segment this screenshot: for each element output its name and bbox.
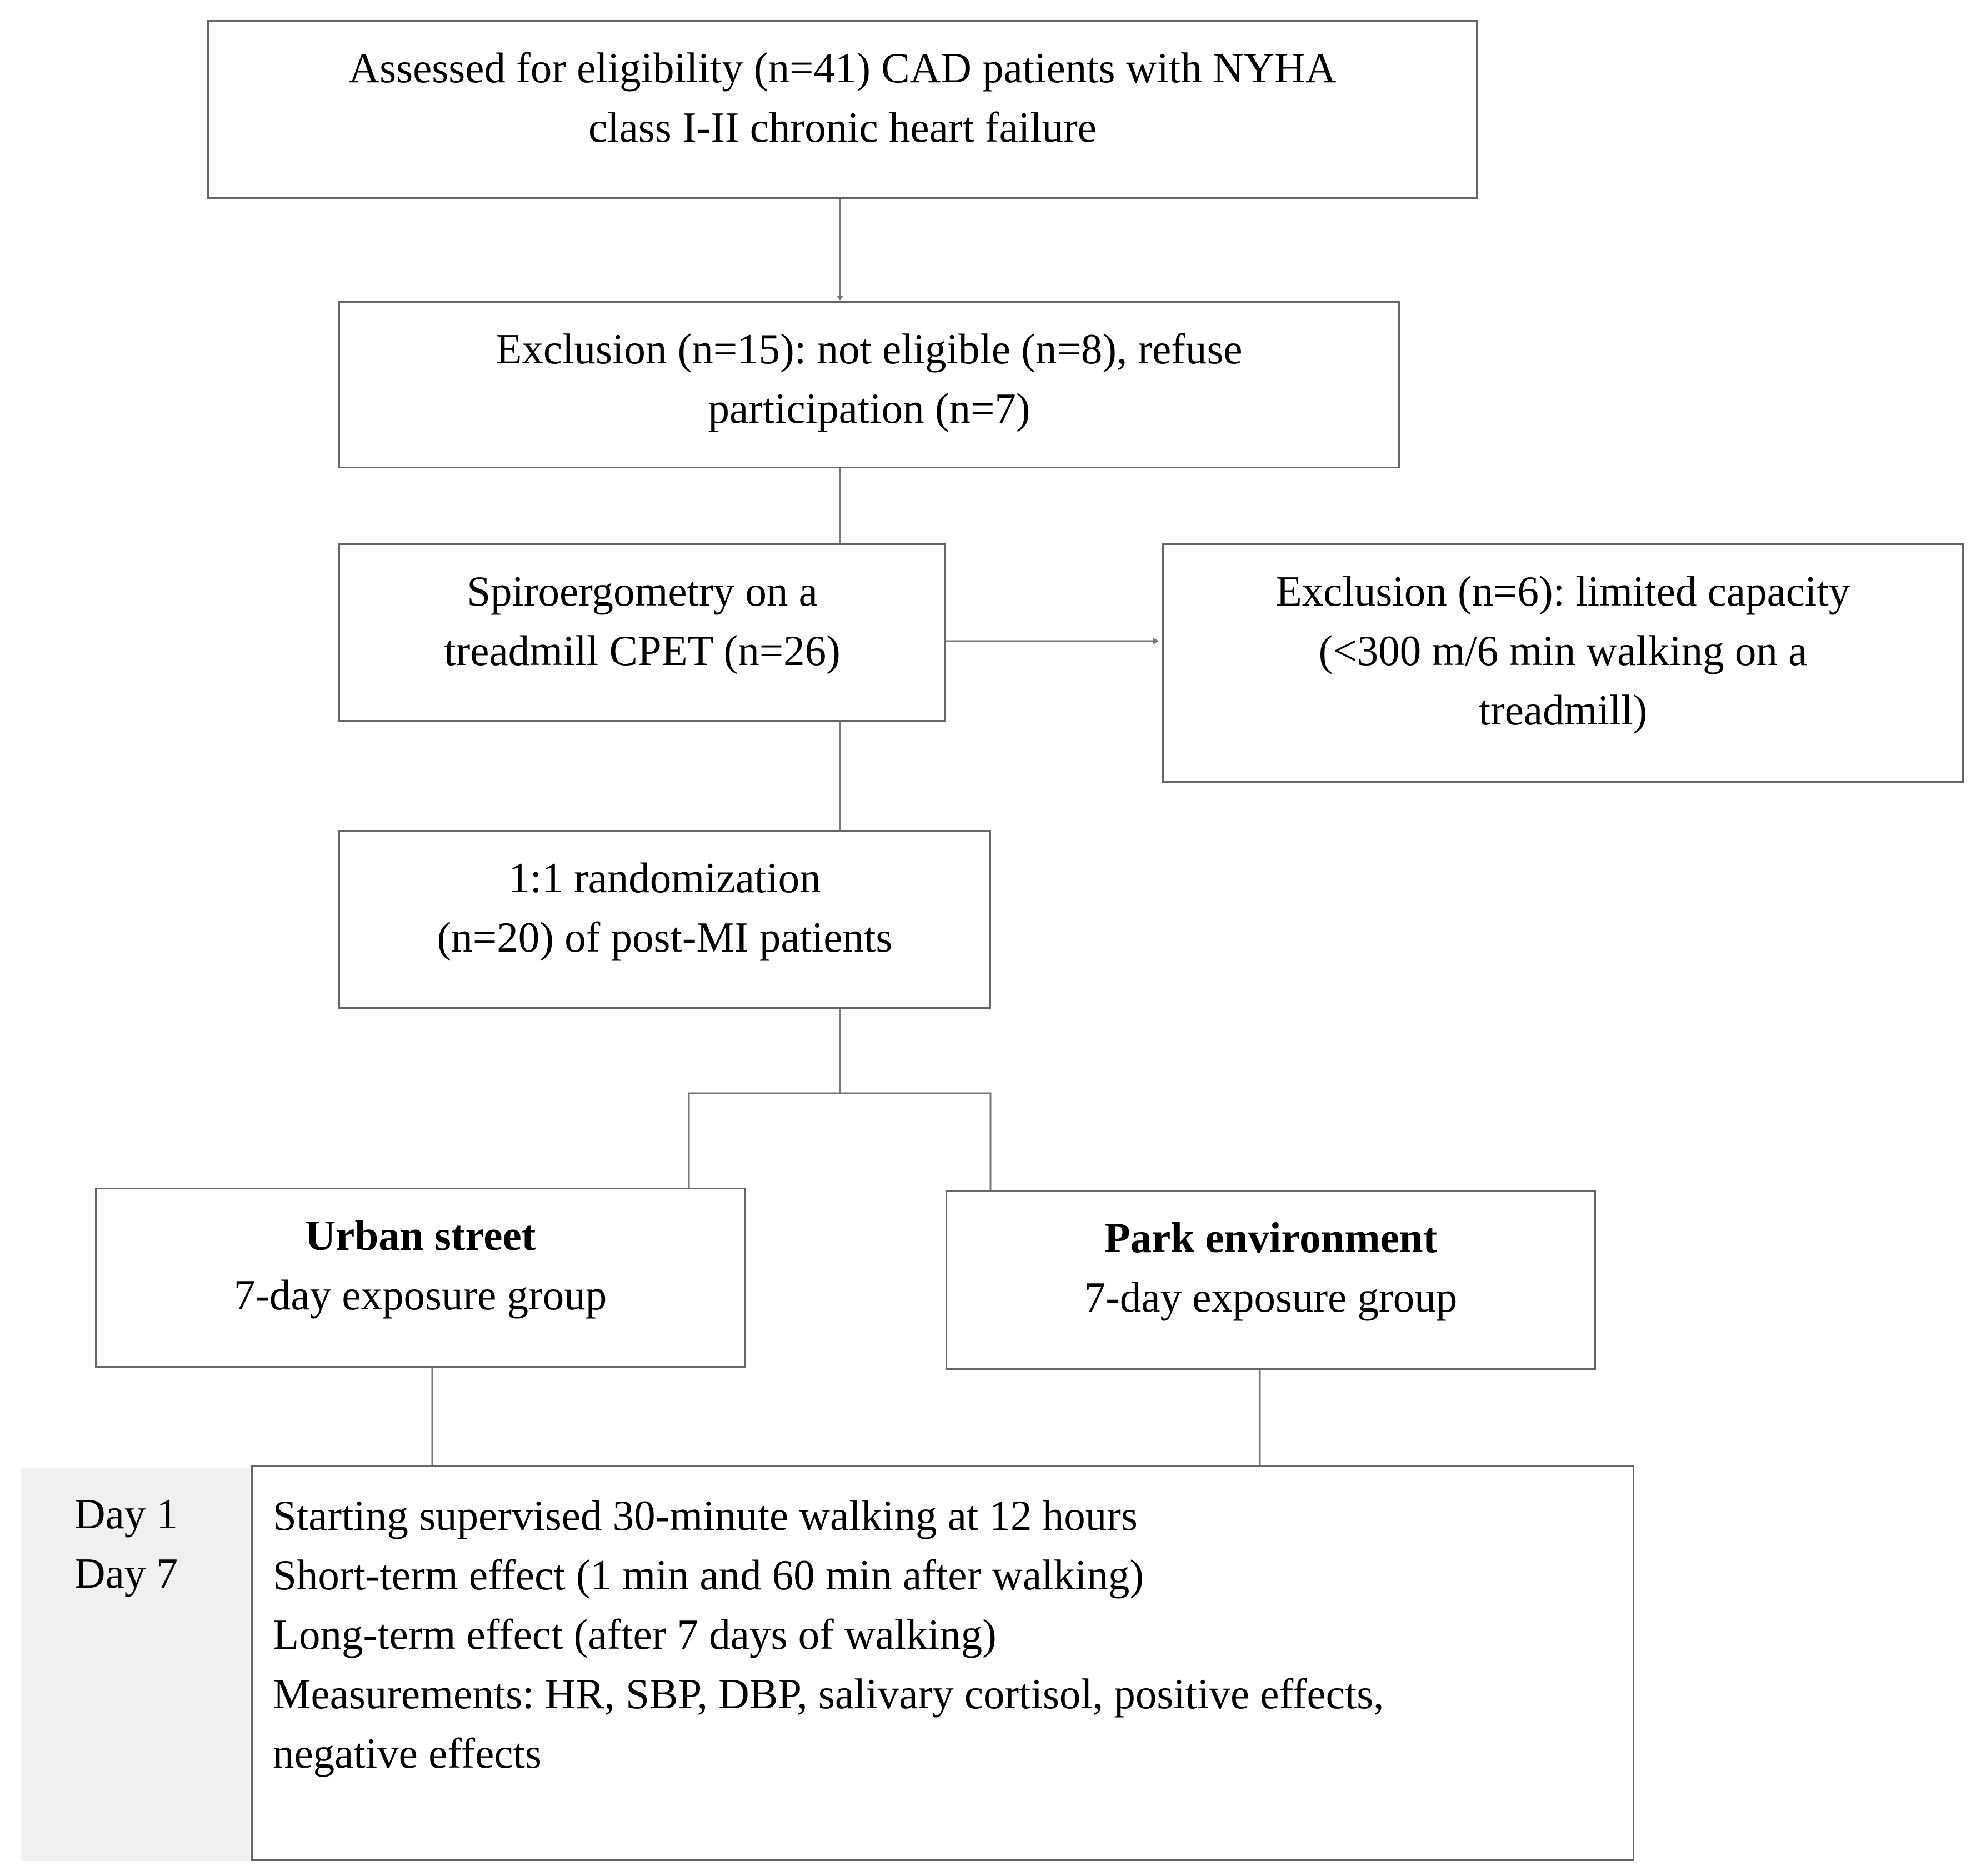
exclusion-line-1: Exclusion (n=15): not eligible (n=8), re… xyxy=(496,325,1243,373)
urban-street-subtitle: 7-day exposure group xyxy=(233,1271,607,1319)
capacity-exclusion-line-1: Exclusion (n=6): limited capacity xyxy=(1275,567,1850,615)
eligibility-box: Assessed for eligibility (n=41) CAD pati… xyxy=(207,20,1478,199)
cpet-line-2: treadmill CPET (n=26) xyxy=(444,627,841,674)
randomization-line-2: (n=20) of post-MI patients xyxy=(437,913,893,961)
exclusion-box: Exclusion (n=15): not eligible (n=8), re… xyxy=(338,301,1400,468)
randomization-line-1: 1:1 randomization xyxy=(508,854,821,902)
cpet-box: Spiroergometry on a treadmill CPET (n=26… xyxy=(338,543,946,722)
park-environment-subtitle: 7-day exposure group xyxy=(1084,1273,1458,1321)
park-environment-box: Park environment 7-day exposure group xyxy=(946,1190,1596,1370)
capacity-exclusion-box: Exclusion (n=6): limited capacity (<300 … xyxy=(1162,543,1964,783)
connector-split-park xyxy=(840,1092,992,1190)
arrowhead-exclusion2 xyxy=(1153,638,1159,644)
timeline-details-box: Starting supervised 30-minute walking at… xyxy=(251,1465,1634,1861)
detail-line-1: Starting supervised 30-minute walking at… xyxy=(273,1492,1138,1539)
park-environment-title: Park environment xyxy=(1104,1214,1438,1262)
timeline-day-panel: Day 1 Day 7 xyxy=(21,1468,250,1861)
cpet-line-1: Spiroergometry on a xyxy=(467,567,818,615)
day-1-label: Day 1 xyxy=(74,1490,178,1538)
randomization-box: 1:1 randomization (n=20) of post-MI pati… xyxy=(338,830,991,1009)
detail-line-4: Measurements: HR, SBP, DBP, salivary cor… xyxy=(273,1670,1384,1718)
exclusion-line-2: participation (n=7) xyxy=(708,384,1030,432)
detail-line-3: Long-term effect (after 7 days of walkin… xyxy=(273,1610,997,1658)
detail-line-2: Short-term effect (1 min and 60 min afte… xyxy=(273,1551,1144,1599)
connector-split-urban xyxy=(688,1092,840,1188)
detail-line-5: negative effects xyxy=(273,1729,542,1777)
capacity-exclusion-line-2: (<300 m/6 min walking on a xyxy=(1318,627,1808,674)
day-7-label: Day 7 xyxy=(74,1549,178,1597)
arrowhead-exclusion xyxy=(837,296,843,301)
urban-street-box: Urban street 7-day exposure group xyxy=(95,1188,746,1368)
capacity-exclusion-line-3: treadmill) xyxy=(1478,686,1648,734)
eligibility-line-2: class I-II chronic heart failure xyxy=(588,103,1097,151)
urban-street-title: Urban street xyxy=(304,1212,536,1259)
eligibility-line-1: Assessed for eligibility (n=41) CAD pati… xyxy=(348,44,1337,92)
